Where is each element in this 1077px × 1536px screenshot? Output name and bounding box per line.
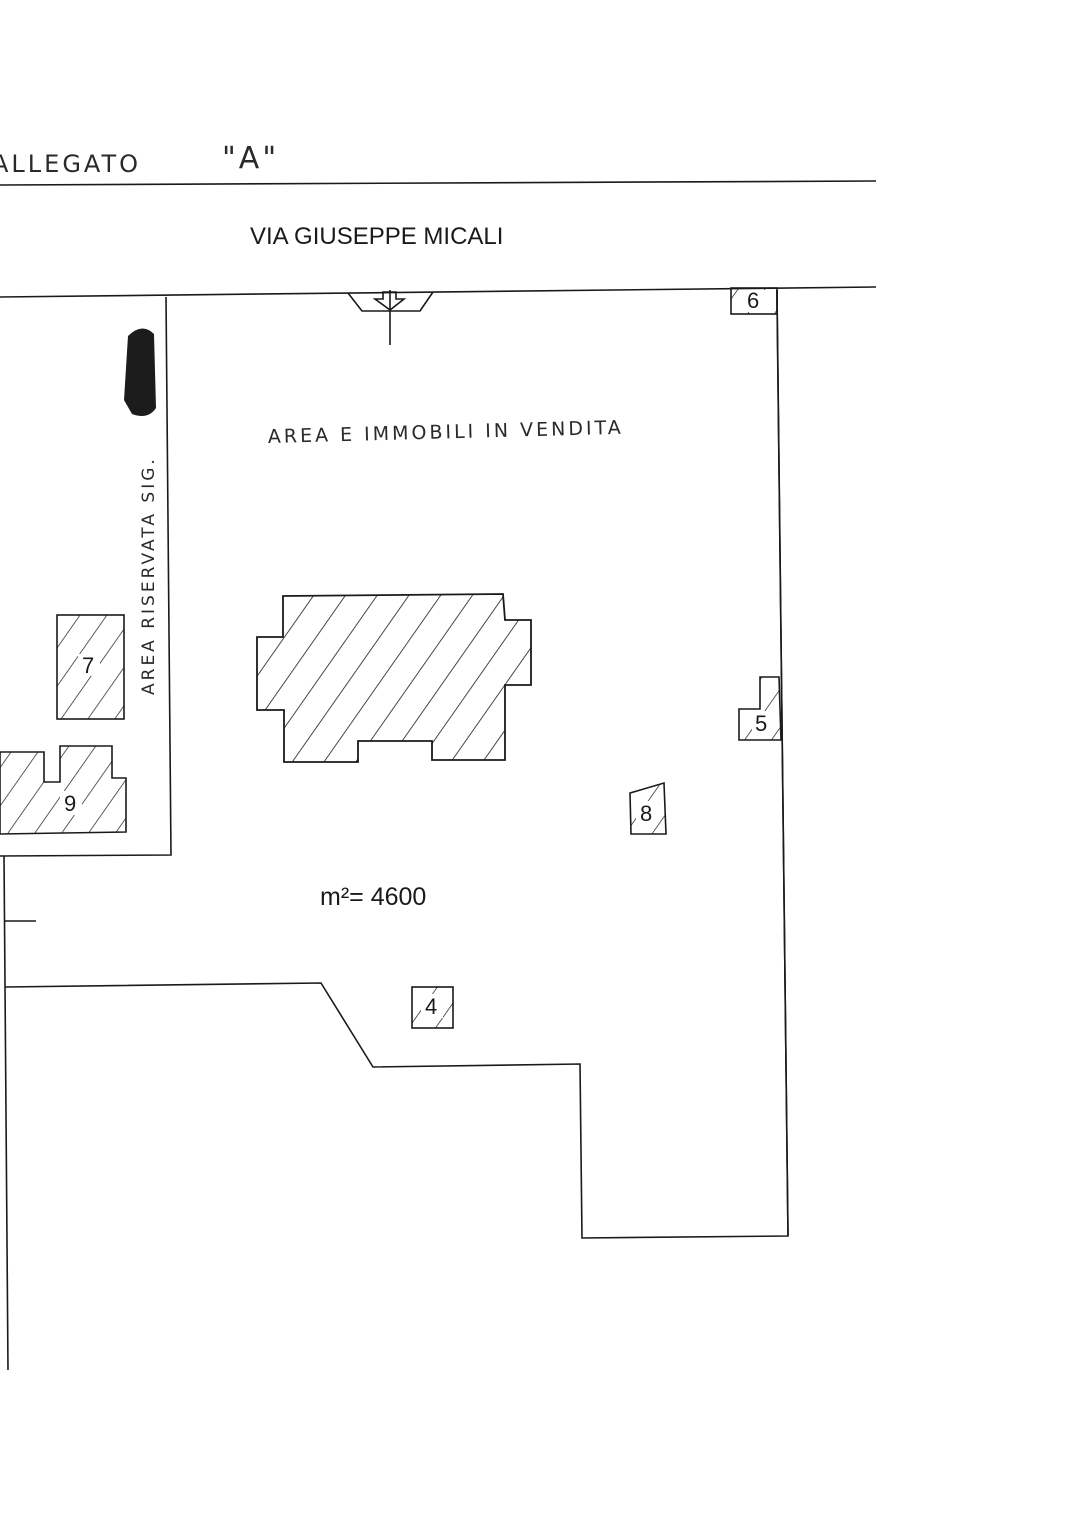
parcel-7-number: 7 (82, 653, 94, 678)
parcel-8-number: 8 (640, 801, 652, 826)
reserved-area-boundary (0, 296, 172, 857)
parcel-9-number: 9 (64, 791, 76, 816)
street-name: VIA GIUSEPPE MICALI (250, 223, 503, 250)
parcel-4: 4 (411, 986, 454, 1029)
main-area-label: AREA E IMMOBILI IN VENDITA (268, 417, 624, 448)
attachment-letter: "A" (222, 141, 279, 176)
redaction-mark (124, 328, 156, 416)
main-building (256, 593, 532, 763)
parcel-8: 8 (629, 781, 667, 835)
parcel-6-number: 6 (747, 288, 759, 313)
parcel-4-number: 4 (425, 994, 437, 1019)
parcel-5: 5 (738, 676, 782, 741)
street-bottom-line (0, 286, 877, 298)
lot-right-edge (776, 289, 789, 1237)
parcel-6: 6 (730, 287, 778, 315)
parcel-5-number: 5 (755, 711, 767, 736)
entrance-arrow-icon (347, 290, 434, 345)
parcel-9: 9 (0, 745, 127, 835)
parcel-7: 7 (56, 614, 125, 720)
left-page-edge-line (3, 855, 9, 1371)
street-top-line (0, 180, 877, 186)
surface-area-label: m²= 4600 (320, 883, 426, 911)
reserved-area-label: AREA RISERVATA SIG. (139, 456, 159, 695)
attachment-title: ALLEGATO (0, 150, 141, 178)
